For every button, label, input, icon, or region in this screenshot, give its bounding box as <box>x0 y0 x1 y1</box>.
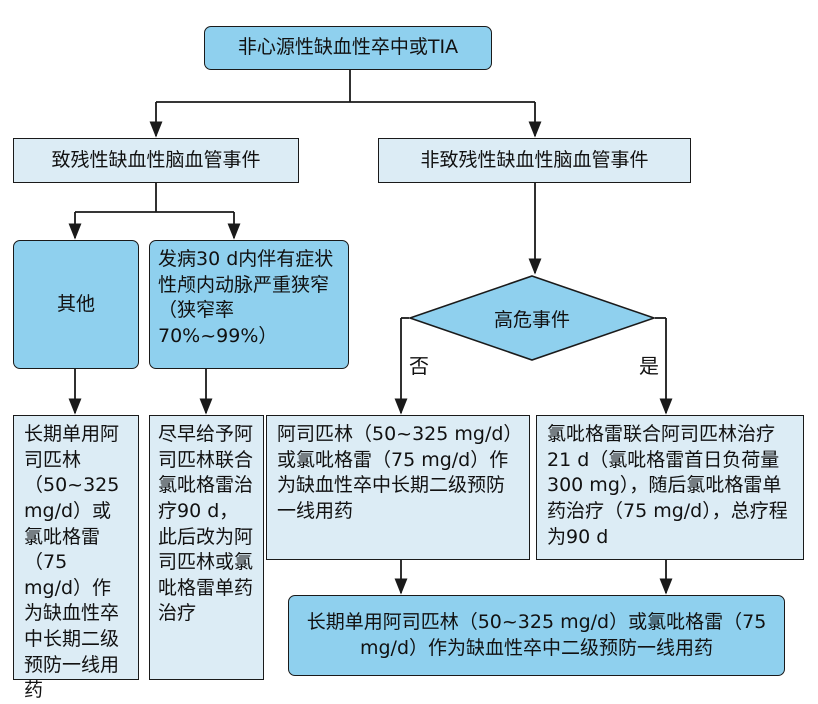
intracranial-stenosis-node: 发病30 d内伴有症状性颅内动脉严重狭窄（狭窄率70%~99%） <box>149 240 349 369</box>
stenosis-treatment-node: 尽早给予阿司匹林联合氯吡格雷治疗90 d，此后改为阿司匹林或氯吡格雷单药治疗 <box>149 415 264 680</box>
other-node: 其他 <box>13 240 139 369</box>
other-treatment-text: 长期单用阿司匹林（50~325 mg/d）或氯吡格雷（75 mg/d）作为缺血性… <box>24 423 120 702</box>
root-node: 非心源性缺血性卒中或TIA <box>204 26 492 70</box>
nondisabling-event-node: 非致残性缺血性脑血管事件 <box>378 138 691 183</box>
other-treatment-node: 长期单用阿司匹林（50~325 mg/d）或氯吡格雷（75 mg/d）作为缺血性… <box>13 415 139 701</box>
intracranial-stenosis-text: 发病30 d内伴有症状性颅内动脉严重狭窄（狭窄率70%~99%） <box>158 248 334 347</box>
disabling-event-node: 致残性缺血性脑血管事件 <box>13 138 299 183</box>
high-risk-decision-label: 高危事件 <box>493 308 570 331</box>
branch-label-no: 否 <box>409 354 429 378</box>
high-risk-decision-diamond <box>409 275 655 361</box>
low-risk-treatment-node: 阿司匹林（50~325 mg/d）或氯吡格雷（75 mg/d）作为缺血性卒中长期… <box>266 415 530 560</box>
low-risk-treatment-text: 阿司匹林（50~325 mg/d）或氯吡格雷（75 mg/d）作为缺血性卒中长期… <box>277 423 513 522</box>
high-risk-treatment-text: 氯吡格雷联合阿司匹林治疗21 d（氯吡格雷首日负荷量300 mg），随后氯吡格雷… <box>547 423 788 548</box>
stenosis-treatment-text: 尽早给予阿司匹林联合氯吡格雷治疗90 d，此后改为阿司匹林或氯吡格雷单药治疗 <box>158 423 254 625</box>
branch-label-yes: 是 <box>639 354 659 378</box>
final-treatment-node: 长期单用阿司匹林（50~325 mg/d）或氯吡格雷（75 mg/d）作为缺血性… <box>288 595 785 676</box>
connector-lines <box>68 70 673 595</box>
high-risk-treatment-node: 氯吡格雷联合阿司匹林治疗21 d（氯吡格雷首日负荷量300 mg），随后氯吡格雷… <box>536 415 804 560</box>
final-treatment-text: 长期单用阿司匹林（50~325 mg/d）或氯吡格雷（75 mg/d）作为缺血性… <box>306 610 767 659</box>
